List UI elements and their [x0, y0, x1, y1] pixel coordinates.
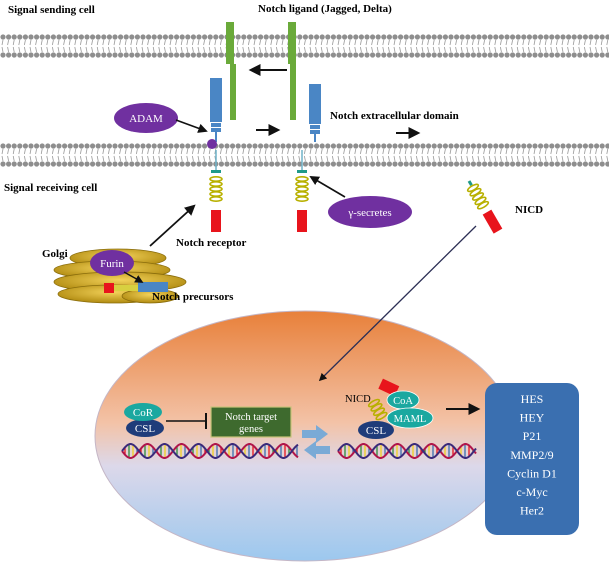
cor-label: CoR — [133, 407, 154, 419]
gamma-secretes-label: γ-secretes — [347, 207, 391, 219]
notch-target-genes-box — [210, 406, 292, 438]
furin-arrow — [123, 271, 144, 283]
maml-label: MAML — [394, 414, 427, 425]
csl-left-label: CSL — [135, 423, 155, 435]
signal-sending-cell-label: Signal sending cell — [8, 4, 95, 16]
dna-right — [337, 443, 477, 459]
nicd-nucleus-label: NICD — [345, 394, 371, 405]
target-gene-item: Her2 — [520, 504, 544, 518]
furin-enzyme — [90, 250, 134, 276]
golgi-to-membrane-arrow — [149, 204, 196, 247]
notch-extracellular-domain-label: Notch extracellular domain — [330, 110, 459, 122]
furin-label: Furin — [100, 258, 124, 270]
receiving-cell-membrane — [0, 143, 609, 167]
notch-receptor-cleaved — [295, 150, 309, 232]
maml — [386, 407, 434, 429]
exchange-arrows — [302, 425, 330, 459]
target-gene-item: P21 — [523, 429, 542, 443]
target-gene-item: MMP2/9 — [510, 448, 553, 462]
adam-enzyme — [114, 103, 178, 133]
notch-receptor-label: Notch receptor — [176, 237, 246, 249]
csl-right-label: CSL — [366, 425, 386, 437]
notch-extracellular-domain — [309, 84, 321, 142]
target-gene-item: HEY — [520, 411, 545, 425]
target-gene-item: c-Myc — [516, 485, 547, 499]
csl-left — [126, 419, 164, 437]
notch-precursors-label: Notch precursors — [152, 291, 234, 303]
notch-target-line1: Notch target — [225, 412, 277, 423]
adam-label: ADAM — [129, 113, 163, 125]
nicd-bound — [367, 378, 400, 421]
notch-precursor — [104, 282, 168, 293]
notch-ligand-label: Notch ligand (Jagged, Delta) — [258, 3, 392, 15]
cor — [124, 403, 162, 421]
coiled-domain — [209, 176, 223, 203]
notch-ligand-left — [226, 22, 236, 120]
adam-cleavage-dot — [207, 139, 217, 149]
gamma-secretase-enzyme — [328, 196, 412, 228]
signal-receiving-cell-label: Signal receiving cell — [4, 182, 97, 194]
notch-ligand-right — [288, 22, 296, 120]
target-genes-box — [485, 383, 579, 535]
nicd-translocation-arrow — [318, 225, 477, 382]
nicd-label: NICD — [515, 204, 543, 216]
target-gene-item: HES — [521, 392, 544, 406]
sending-cell-membrane — [0, 34, 609, 58]
target-gene-item: Cyclin D1 — [507, 466, 557, 480]
golgi-label: Golgi — [42, 248, 68, 260]
coa-label: CoA — [393, 396, 413, 407]
notch-receptor-bound — [209, 78, 223, 232]
csl-right — [358, 421, 394, 439]
gamma-arrow — [309, 176, 346, 198]
nicd-free — [466, 180, 503, 234]
adam-arrow — [175, 119, 208, 133]
dna-left — [121, 443, 299, 459]
notch-target-line2: genes — [239, 424, 263, 435]
